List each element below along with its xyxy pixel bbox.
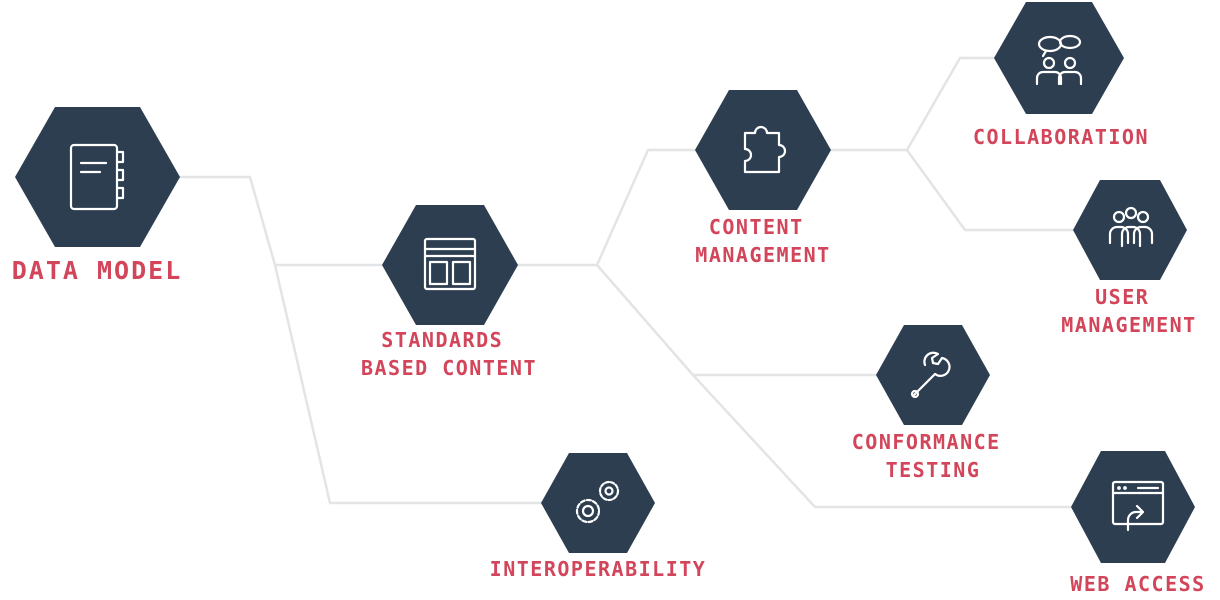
web-access-hexagon [1071, 451, 1195, 563]
gears-icon [575, 480, 620, 524]
user-management-label: USER MANAGEMENT [1061, 285, 1196, 337]
node-web-access: WEB ACCESS [1070, 451, 1205, 596]
collaboration-hexagon [994, 2, 1124, 114]
notebook-icon [69, 143, 125, 211]
web-access-label: WEB ACCESS [1070, 572, 1205, 596]
standards-label: STANDARDS BASED CONTENT [361, 328, 537, 380]
connectors [175, 56, 1078, 509]
node-interoperability: INTEROPERABILITY [490, 453, 707, 581]
data-model-hexagon [15, 107, 180, 247]
user-group-icon [1108, 206, 1154, 248]
interoperability-hexagon [541, 453, 655, 553]
collaboration-label: COLLABORATION [973, 125, 1149, 149]
connector-content-trunk [828, 56, 1000, 152]
connector-to-web-access [596, 264, 1075, 509]
conformance-testing-label: CONFORMANCE TESTING [852, 430, 1015, 482]
people-chat-icon [1035, 34, 1083, 86]
connector-standards-trunk [512, 148, 700, 267]
user-management-hexagon [1073, 180, 1187, 280]
node-collaboration: COLLABORATION [973, 2, 1149, 149]
node-user-management: USER MANAGEMENT [1061, 180, 1196, 337]
wrench-icon [910, 351, 951, 399]
browser-upload-icon [1111, 480, 1165, 532]
content-management-label: CONTENT MANAGEMENT [695, 215, 830, 267]
node-content-management: CONTENT MANAGEMENT [695, 90, 831, 267]
puzzle-piece-icon [743, 125, 787, 174]
node-conformance-testing: CONFORMANCE TESTING [852, 325, 1015, 482]
data-model-label: DATA MODEL [12, 256, 183, 285]
layout-icon [423, 237, 477, 291]
node-standards-based-content: STANDARDS BASED CONTENT [361, 205, 537, 380]
node-data-model: DATA MODEL [12, 107, 183, 285]
content-management-hexagon [695, 90, 831, 210]
standards-hexagon [382, 205, 518, 325]
interoperability-label: INTEROPERABILITY [490, 557, 707, 581]
connector-to-user-management [905, 149, 1078, 232]
